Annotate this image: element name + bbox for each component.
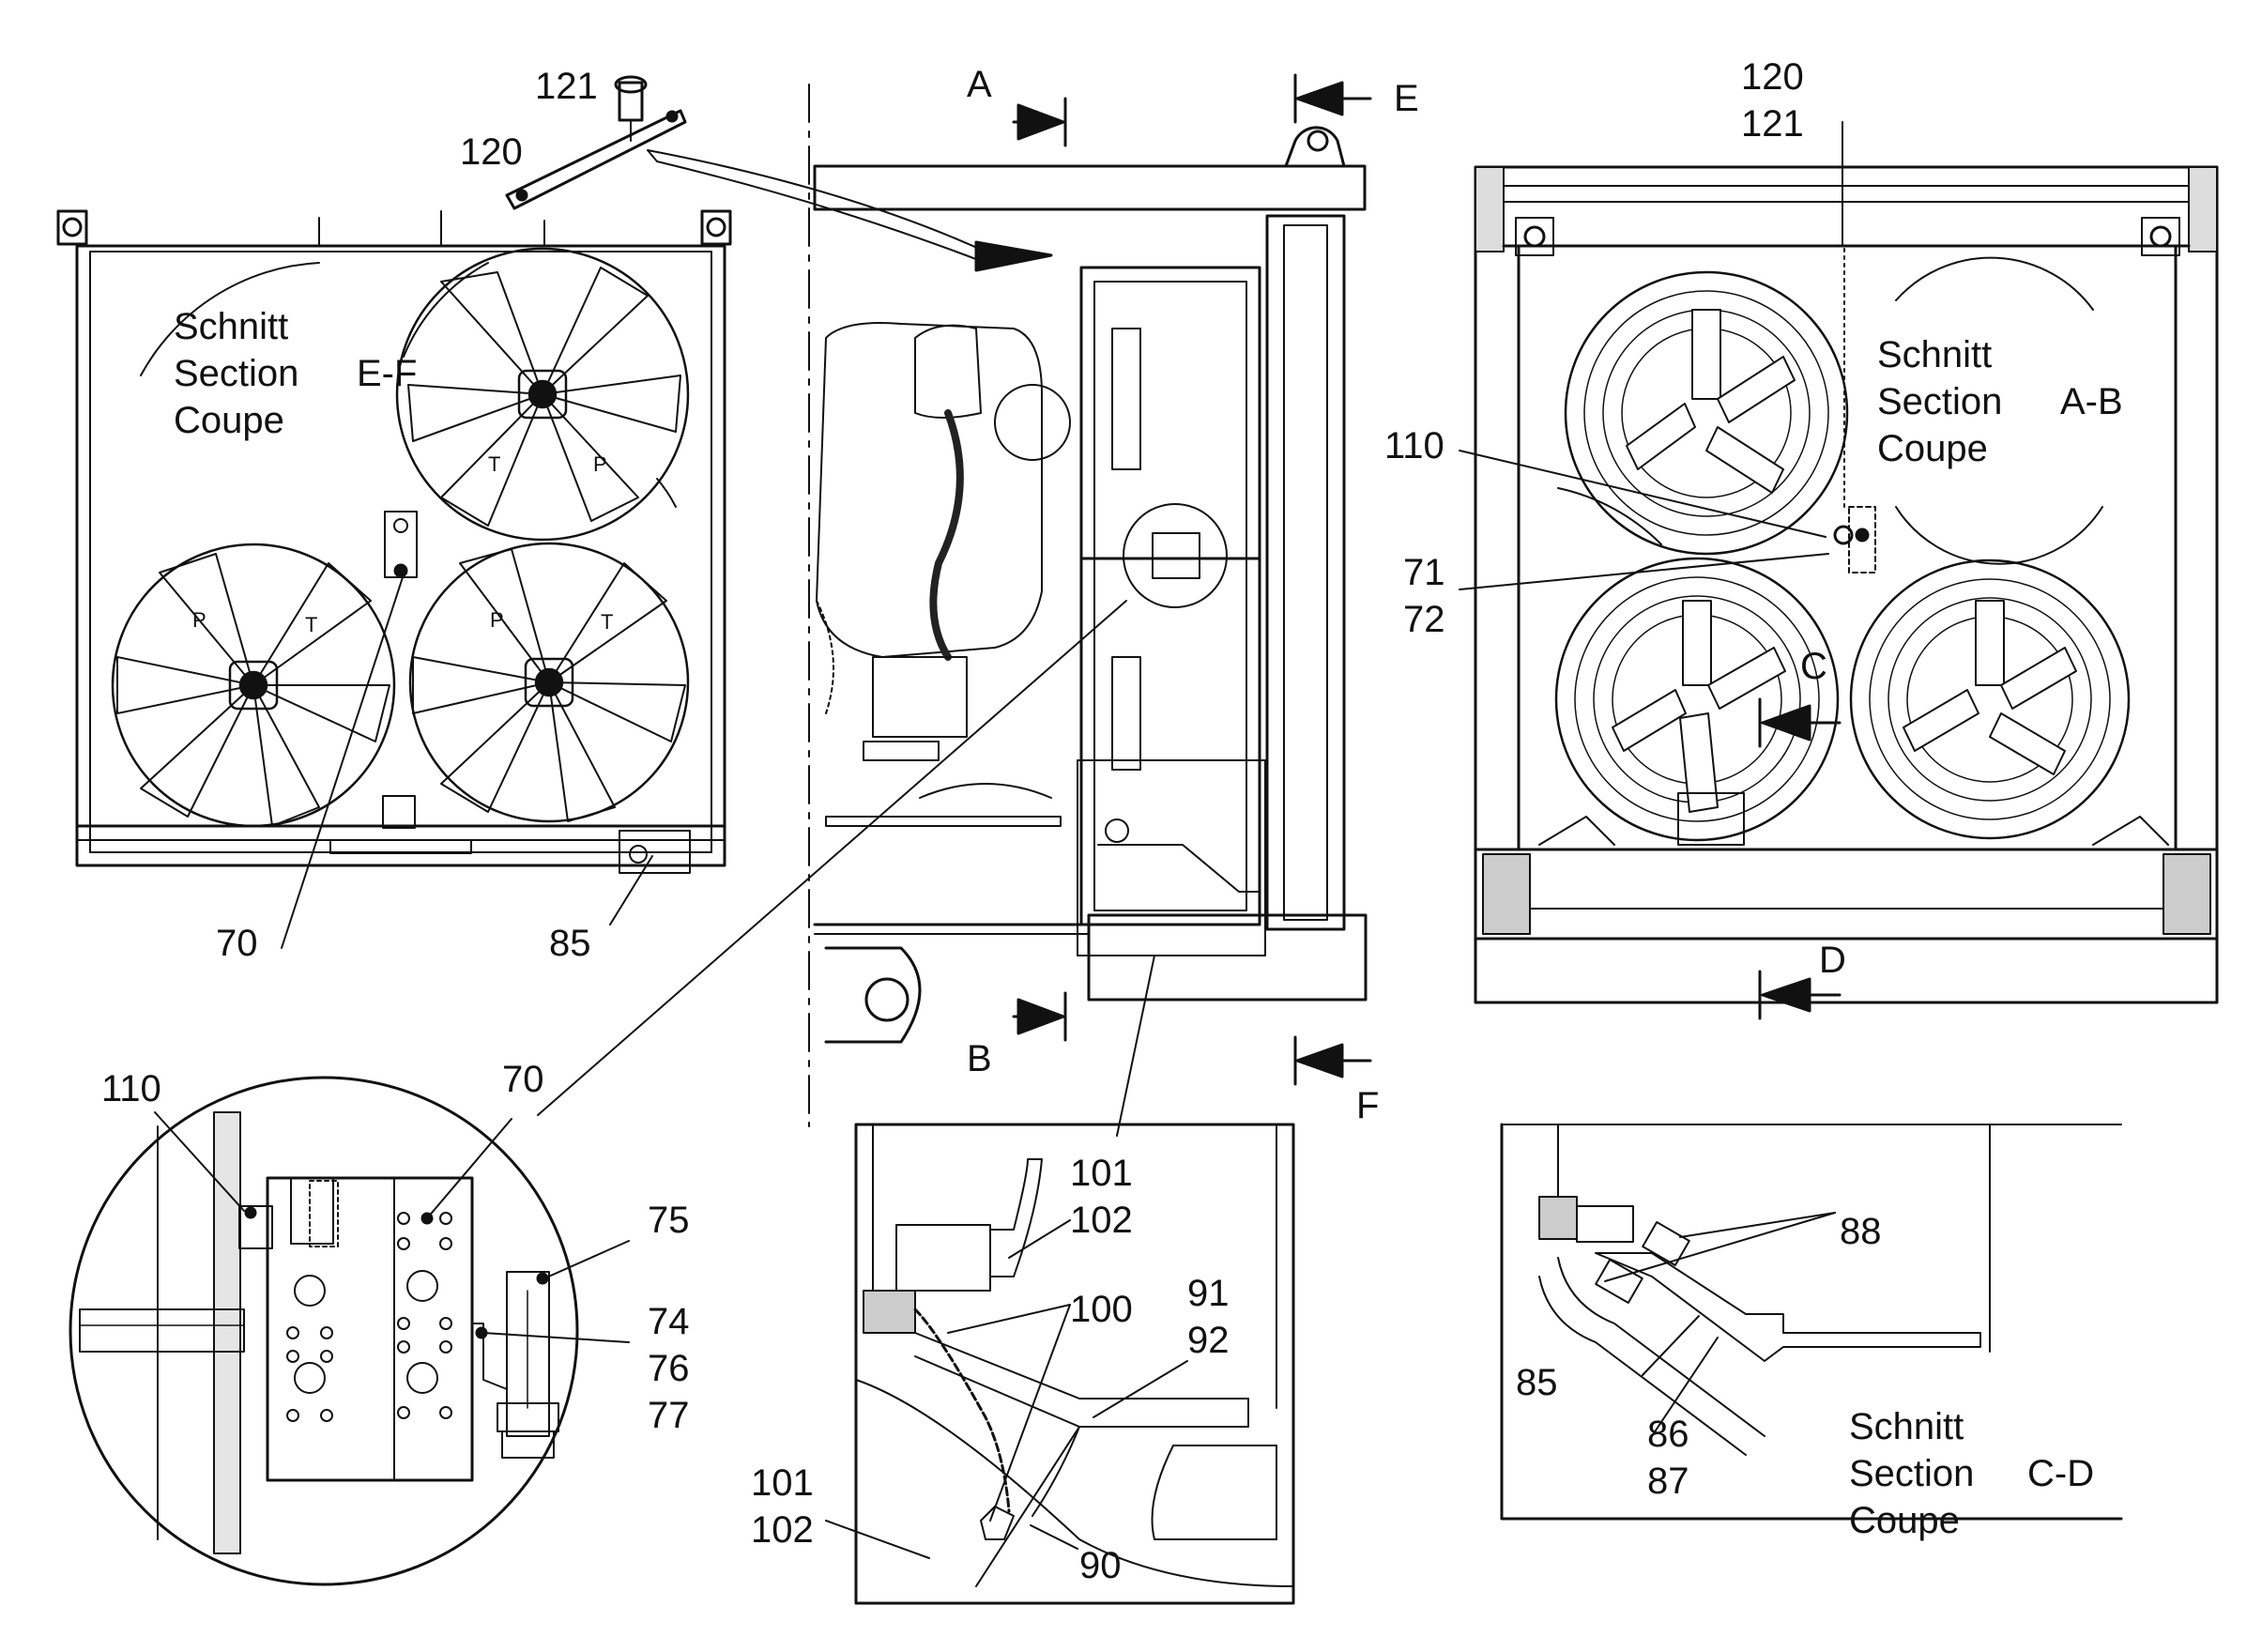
section-ab-schnitt: Schnitt	[1877, 334, 1993, 375]
callout-121-ab: 121	[1741, 103, 1804, 145]
section-ef-fans	[111, 247, 690, 828]
detail-box-chain	[854, 1123, 1295, 1605]
fan-mark-p-top: P	[593, 452, 607, 476]
cut-marker-a: A	[967, 64, 992, 105]
section-ef-schnitt: Schnitt	[174, 306, 289, 347]
section-cd-cut: C-D	[2027, 1453, 2095, 1494]
callout-70-ef: 70	[216, 923, 258, 964]
section-ab-fans	[1538, 256, 2169, 846]
callout-85-ef: 85	[549, 923, 591, 964]
cut-marker-b: B	[967, 1038, 992, 1079]
leader-lines	[154, 121, 1843, 1559]
cut-marker-c: C	[1800, 646, 1827, 687]
callout-86: 86	[1647, 1414, 1689, 1455]
fan-mark-p-left: P	[192, 608, 206, 632]
part-120-121-plate	[505, 75, 1053, 272]
cut-arrows	[1012, 73, 1372, 1086]
callout-101-b: 101	[751, 1462, 814, 1504]
callout-70-detail: 70	[502, 1059, 544, 1100]
callout-87: 87	[1647, 1461, 1689, 1502]
fan-mark-t-top: T	[488, 452, 501, 476]
callout-120-top: 120	[460, 131, 523, 173]
fan-mark-p-right: P	[490, 608, 504, 632]
fan-mark-t-right: T	[601, 610, 614, 634]
callout-72-ab: 72	[1403, 599, 1445, 640]
callout-110-detail: 110	[101, 1068, 161, 1109]
callout-92: 92	[1187, 1320, 1230, 1361]
section-ef-cut: E-F	[357, 353, 418, 394]
side-view-center	[537, 84, 1368, 1137]
callout-76-detail: 76	[648, 1348, 690, 1389]
section-ab-cut: A-B	[2060, 381, 2123, 422]
section-ab-section: Section	[1877, 381, 2003, 422]
fan-mark-t-left: T	[305, 613, 318, 636]
callout-71-ab: 71	[1403, 552, 1445, 593]
callout-102-b: 102	[751, 1509, 814, 1551]
callout-101-a: 101	[1070, 1153, 1133, 1194]
callout-110-ab: 110	[1384, 425, 1444, 467]
callout-77-detail: 77	[648, 1395, 690, 1436]
section-ef-frame	[56, 209, 732, 874]
section-cd-schnitt: Schnitt	[1849, 1406, 1964, 1447]
callout-90: 90	[1079, 1545, 1122, 1586]
callout-85-cd: 85	[1516, 1362, 1558, 1403]
callout-74-detail: 74	[648, 1301, 690, 1342]
section-ab-cut-arrows	[1758, 697, 1842, 1020]
section-cd-section: Section	[1849, 1453, 1975, 1494]
callout-102-a: 102	[1070, 1200, 1133, 1241]
cut-marker-d: D	[1819, 940, 1846, 981]
callout-91: 91	[1187, 1273, 1230, 1314]
detail-circle-valve	[69, 1076, 579, 1586]
section-ab-coupe: Coupe	[1877, 428, 1988, 469]
section-cd-detail	[1500, 1123, 2123, 1521]
cut-marker-e: E	[1394, 78, 1419, 119]
section-ef-coupe: Coupe	[174, 400, 284, 441]
callout-121-top: 121	[535, 66, 598, 107]
callout-120-ab: 120	[1741, 56, 1804, 98]
callout-75-detail: 75	[648, 1200, 690, 1241]
callout-100: 100	[1070, 1289, 1133, 1330]
section-cd-coupe: Coupe	[1849, 1500, 1960, 1541]
callout-88: 88	[1840, 1211, 1882, 1252]
section-ef-section: Section	[174, 353, 299, 394]
cut-marker-f: F	[1356, 1085, 1380, 1126]
section-ab-frame	[1474, 165, 2219, 1004]
